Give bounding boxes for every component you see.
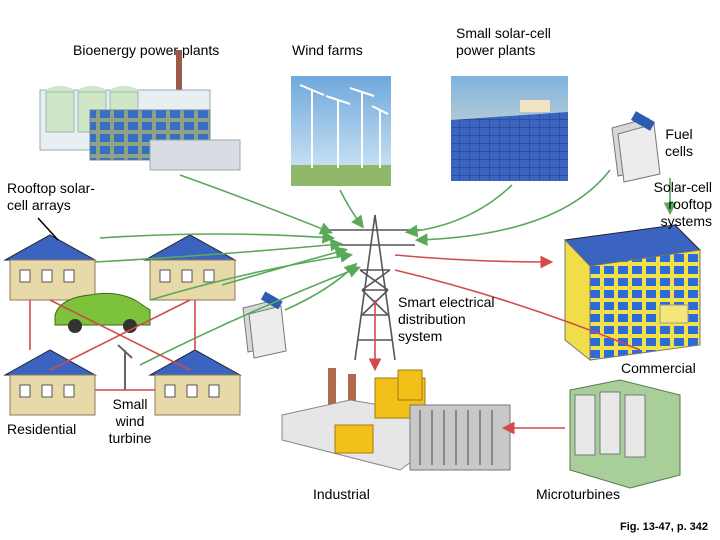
- label-bioenergy-power-plants: Bioenergy power plants: [73, 42, 220, 58]
- label-fuel-cells: Fuel cells: [665, 126, 694, 159]
- supply-arrows: [94, 169, 677, 366]
- commercial-building-illustration: [563, 224, 702, 362]
- industrial-plant-illustration: [281, 368, 511, 471]
- label-small-solar-cell-power-plants: Small solar-cell power plants: [456, 25, 551, 58]
- figure-caption: Fig. 13-47, p. 342: [620, 521, 709, 533]
- transmission-tower-illustration: [330, 214, 420, 361]
- bioenergy-plant-illustration: [39, 50, 241, 171]
- distribution-arrows: [29, 254, 641, 435]
- label-small-wind-turbine: Small wind turbine: [108, 396, 152, 446]
- label-commercial: Commercial: [621, 360, 696, 376]
- label-residential: Residential: [7, 421, 77, 437]
- label-wind-farms: Wind farms: [292, 42, 363, 58]
- fuel-cell-middle-illustration: [242, 291, 287, 359]
- house-top-left: [3, 234, 97, 301]
- solar-plant-photo: [451, 76, 568, 181]
- label-solar-cell-rooftop-systems: Solar-cell rooftop systems: [653, 179, 712, 229]
- house-top-right: [143, 234, 237, 301]
- label-microturbines: Microturbines: [536, 486, 621, 502]
- wind-farm-photo: [291, 76, 391, 186]
- label-industrial: Industrial: [313, 486, 370, 502]
- label-smart-electrical-distribution-system: Smart electrical distribution system: [398, 294, 495, 344]
- fuel-cell-illustration: [611, 111, 661, 183]
- small-wind-turbine-illustration: [117, 344, 133, 390]
- house-bottom-left: [3, 349, 97, 416]
- microturbines-illustration: [569, 379, 681, 489]
- electric-car-illustration: [54, 292, 151, 333]
- house-bottom-right: [148, 349, 242, 416]
- label-rooftop-solar-cell-arrays: Rooftop solar- cell arrays: [7, 180, 95, 213]
- rooftop-pointer-line: [37, 217, 59, 241]
